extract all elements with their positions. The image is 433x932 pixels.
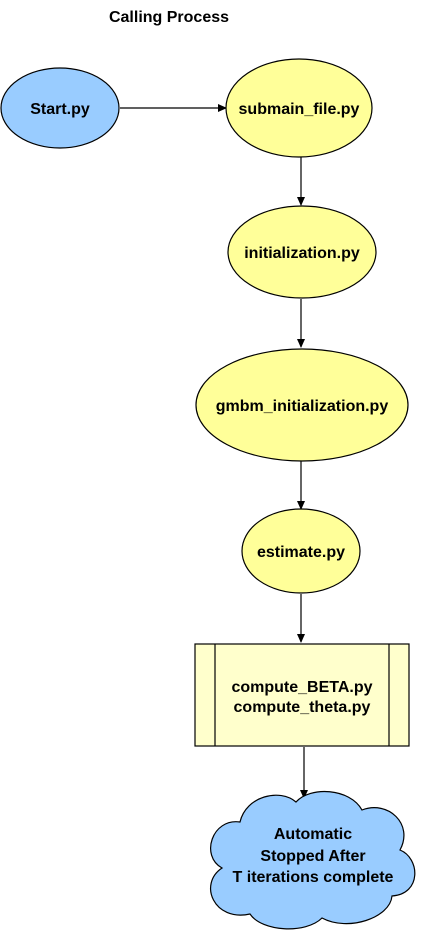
estimate-node: estimate.py [241, 508, 361, 594]
submain-label: submain_file.py [239, 101, 360, 118]
gmbm-ellipse [195, 348, 409, 462]
gmbm-label: gmbm_initialization.py [216, 398, 389, 415]
end-cloud-shape [210, 790, 416, 930]
start-ellipse [0, 67, 120, 149]
end-label-line1: Automatic [274, 826, 352, 843]
initialization-node: initialization.py [227, 205, 377, 299]
start-label: Start.py [30, 101, 90, 118]
initialization-label: initialization.py [244, 245, 360, 262]
end-label-line3: T iterations complete [233, 869, 394, 886]
gmbm-initialization-node: gmbm_initialization.py [195, 348, 409, 462]
connectors [120, 104, 308, 799]
compute-label-line2: compute_theta.py [234, 699, 371, 716]
compute-process-box [194, 643, 410, 747]
submain-node: submain_file.py [225, 58, 373, 158]
end-cloud-node: Automatic Stopped After T iterations com… [210, 790, 416, 930]
compute-label-line1: compute_BETA.py [231, 679, 372, 696]
compute-process-node: compute_BETA.py compute_theta.py [194, 643, 410, 747]
initialization-ellipse [227, 205, 377, 299]
submain-ellipse [225, 58, 373, 158]
estimate-label: estimate.py [257, 544, 345, 561]
diagram-title: Calling Process [109, 9, 229, 26]
estimate-ellipse [241, 508, 361, 594]
end-label-line2: Stopped After [260, 848, 365, 865]
start-node: Start.py [0, 67, 120, 149]
